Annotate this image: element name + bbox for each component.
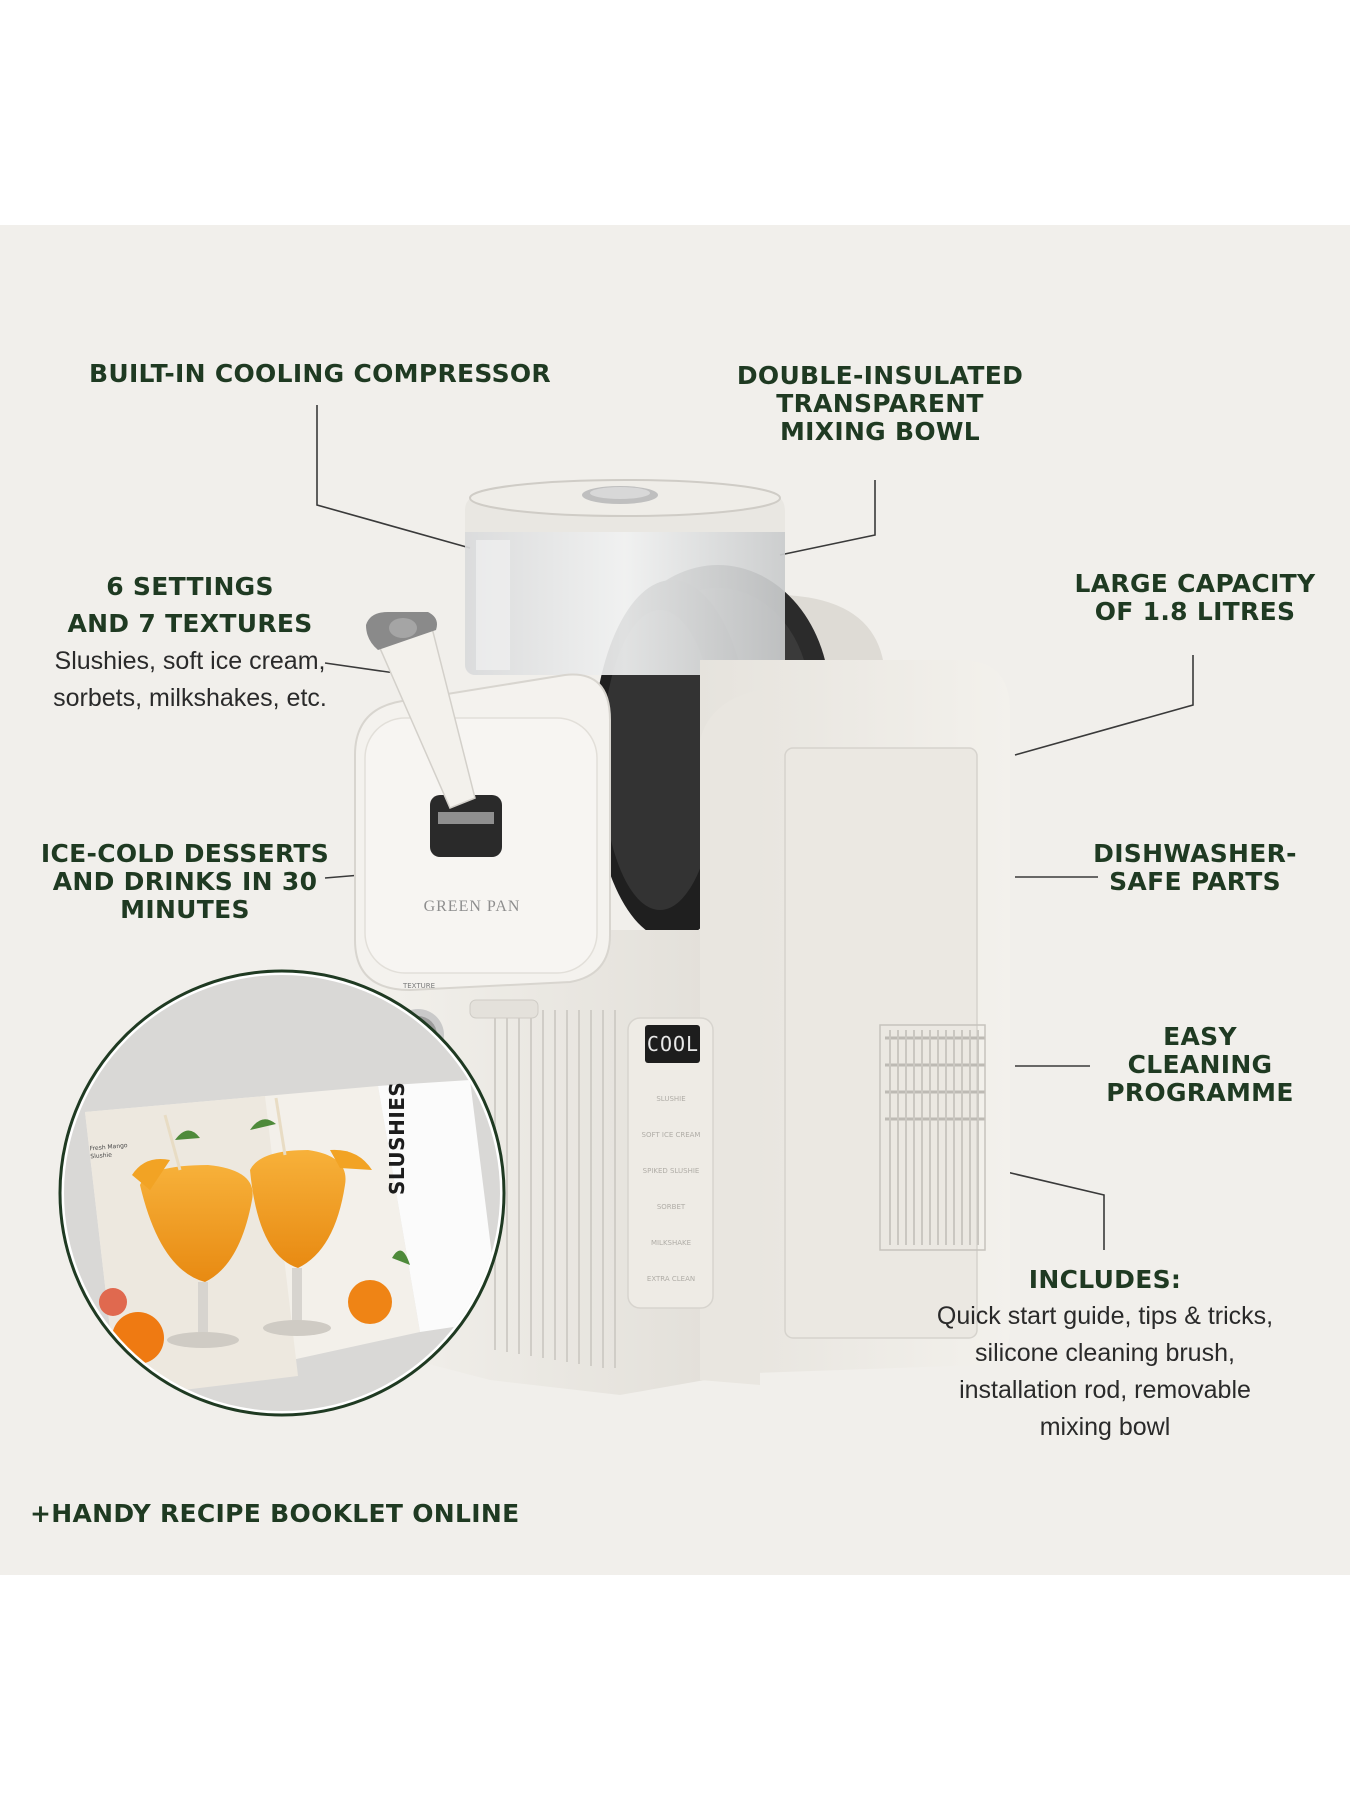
booklet-page-title: SLUSHIES — [385, 1081, 409, 1195]
feature-settings-body: Slushies, soft ice cream, sorbets, milks… — [53, 647, 327, 712]
leader-lines — [316, 405, 1194, 1250]
feature-includes-title: INCLUDES: — [1028, 1265, 1182, 1294]
program-sorbet[interactable]: SORBET — [656, 1203, 686, 1211]
machine-body — [375, 660, 1010, 1395]
mode-display: COOL — [646, 1032, 700, 1056]
feature-speed: ICE-COLD DESSERTS AND DRINKS IN 30 MINUT… — [40, 839, 330, 924]
knob-label: TEXTURE — [402, 982, 436, 990]
feature-capacity: LARGE CAPACITY OF 1.8 LITRES — [1074, 569, 1316, 626]
program-slushie[interactable]: SLUSHIE — [656, 1095, 686, 1103]
recipe-booklet-note: +HANDY RECIPE BOOKLET ONLINE — [30, 1499, 520, 1528]
feature-includes-body: Quick start guide, tips & tricks, silico… — [936, 1302, 1274, 1441]
booklet-inset — [58, 969, 506, 1417]
program-spiked-slushie[interactable]: SPIKED SLUSHIE — [642, 1167, 700, 1175]
feature-bowl: DOUBLE-INSULATED TRANSPARENT MIXING BOWL — [736, 361, 1024, 446]
mixing-bowl — [465, 479, 785, 675]
feature-dishwasher: DISHWASHER- SAFE PARTS — [1093, 839, 1297, 896]
feature-settings-title: 6 SETTINGS AND 7 TEXTURES — [67, 572, 313, 638]
program-milkshake[interactable]: MILKSHAKE — [650, 1239, 692, 1247]
program-list: SLUSHIE SOFT ICE CREAM SPIKED SLUSHIE SO… — [638, 1095, 704, 1311]
program-soft-ice-cream[interactable]: SOFT ICE CREAM — [641, 1131, 701, 1139]
brand-logo: GREEN PAN — [423, 898, 521, 915]
feature-cleaning: EASY CLEANING PROGRAMME — [1106, 1022, 1294, 1107]
program-extra-clean[interactable]: EXTRA CLEAN — [646, 1275, 696, 1283]
feature-compressor: BUILT-IN COOLING COMPRESSOR — [89, 359, 551, 388]
front-door — [354, 612, 611, 992]
